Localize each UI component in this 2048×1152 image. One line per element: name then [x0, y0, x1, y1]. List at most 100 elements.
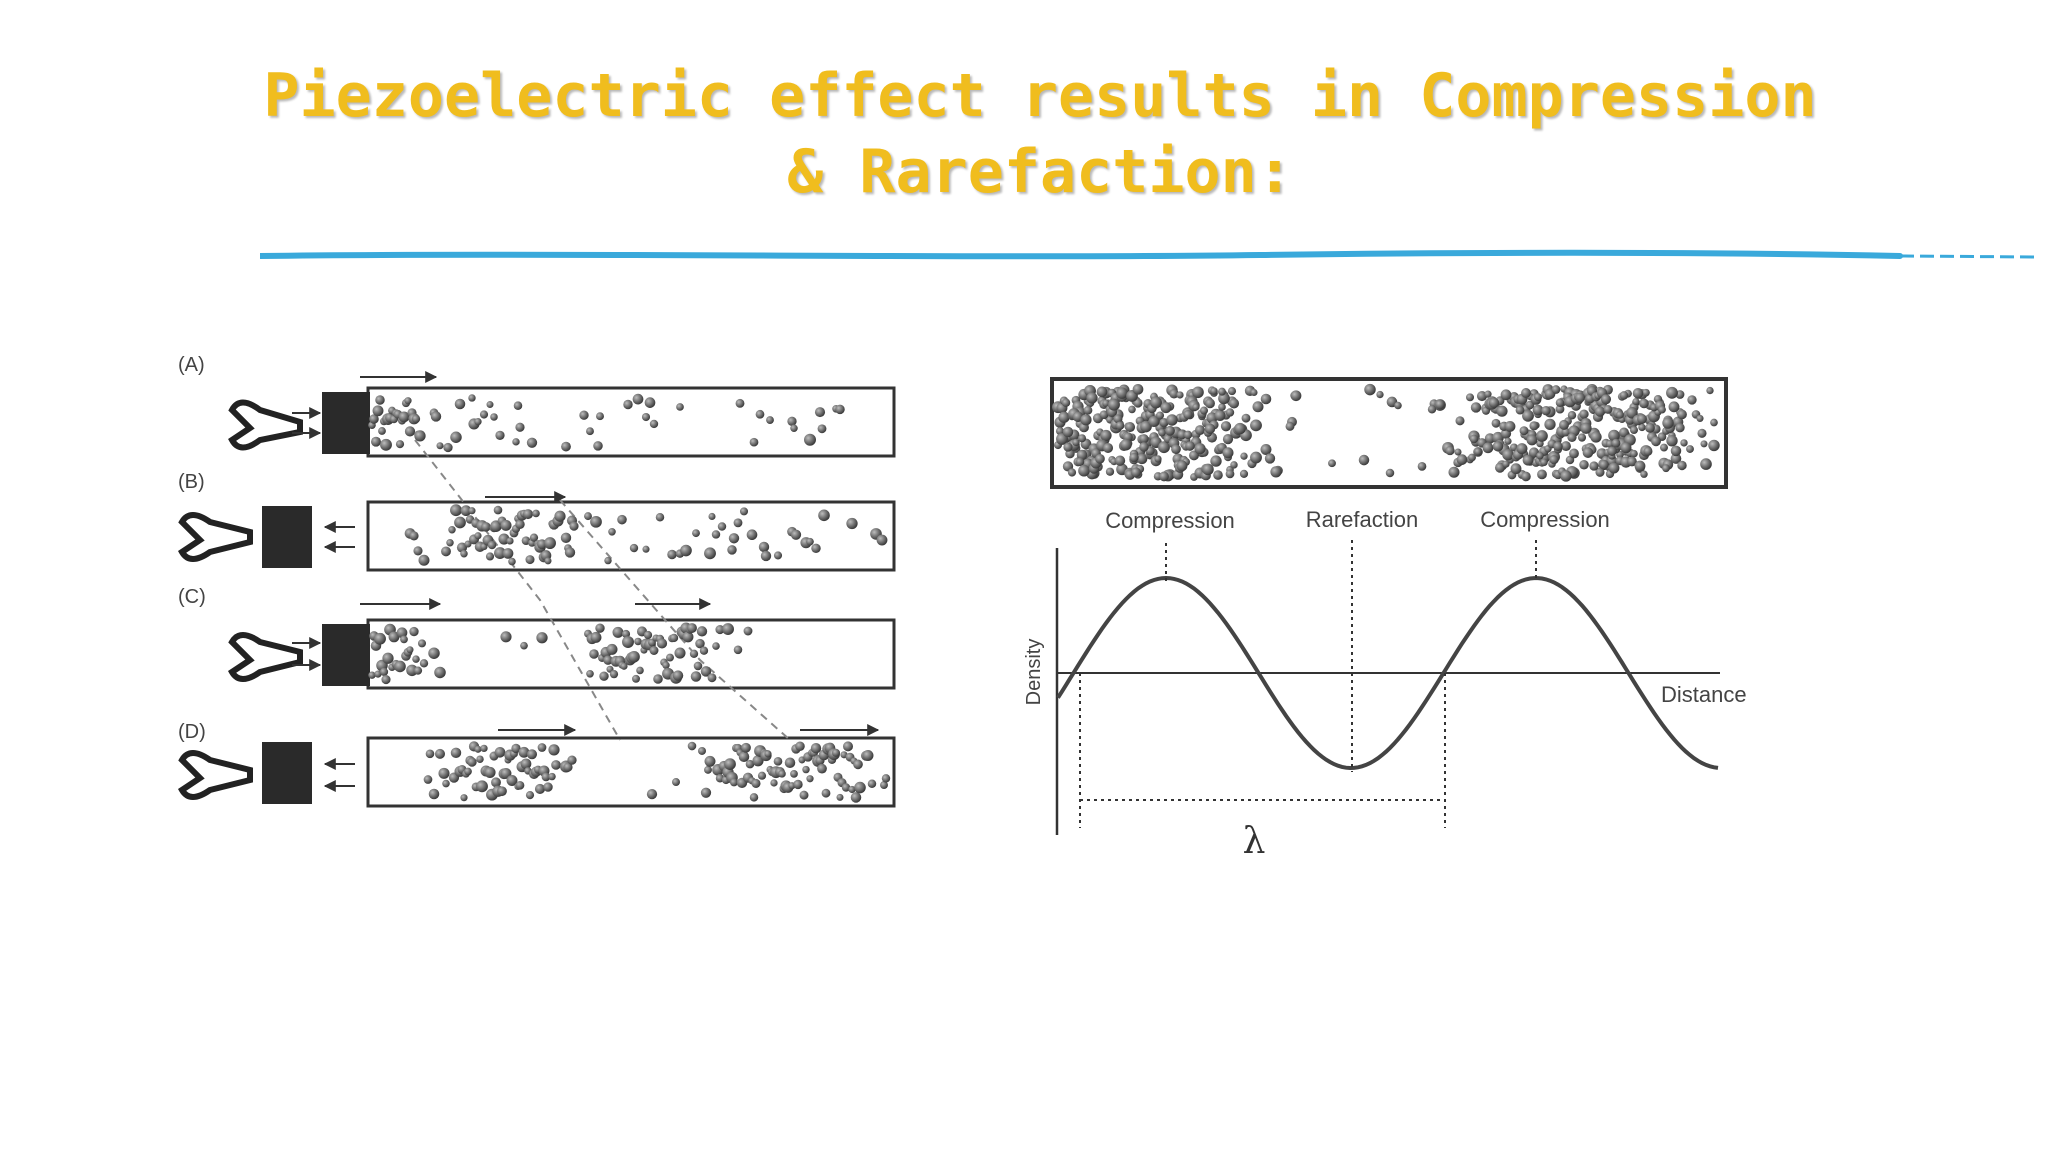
particle — [698, 746, 706, 755]
particle — [1627, 456, 1637, 467]
particle — [1519, 426, 1529, 436]
title-line-1: Piezoelectric effect results in Compress… — [263, 61, 1817, 131]
particle — [1061, 398, 1071, 407]
particle — [460, 549, 468, 558]
particle — [1100, 429, 1112, 442]
particle — [811, 543, 821, 554]
particle — [1078, 464, 1090, 477]
particle — [381, 674, 391, 685]
particle — [806, 775, 814, 783]
particle — [396, 627, 408, 639]
particle — [1058, 411, 1070, 423]
particle — [1619, 391, 1629, 400]
particle — [603, 655, 613, 665]
particle — [1120, 438, 1132, 451]
particle — [1158, 428, 1166, 437]
particle — [738, 751, 750, 762]
particle — [487, 540, 497, 550]
particle — [1364, 383, 1376, 396]
particle — [428, 647, 440, 659]
particle — [513, 401, 523, 410]
label-compression-2: Compression — [1480, 507, 1610, 532]
particle — [1176, 460, 1188, 472]
particle — [368, 671, 376, 679]
particle — [1639, 398, 1649, 409]
particle — [1521, 471, 1531, 482]
particle — [1666, 386, 1678, 399]
particle — [739, 507, 749, 516]
particle — [564, 547, 576, 558]
particle — [454, 398, 466, 410]
particle — [1516, 443, 1528, 455]
particle — [608, 528, 616, 536]
particle — [404, 397, 412, 405]
particle — [586, 427, 594, 436]
particle — [1502, 448, 1514, 461]
particle — [700, 787, 712, 798]
particle — [787, 416, 797, 426]
particle — [666, 653, 674, 662]
particle — [1113, 414, 1123, 424]
particle — [515, 422, 525, 432]
particle — [1183, 430, 1193, 440]
particle — [1150, 396, 1162, 409]
particle — [596, 412, 604, 421]
particle — [1204, 423, 1216, 434]
particle — [1553, 441, 1563, 452]
particle — [464, 540, 472, 548]
particle — [1500, 389, 1512, 401]
particle — [1139, 442, 1149, 452]
particle — [1482, 442, 1494, 454]
particle — [1148, 415, 1160, 428]
particle — [667, 549, 677, 560]
particle — [653, 674, 663, 684]
particle — [1270, 466, 1282, 478]
particle — [745, 759, 755, 769]
particle — [687, 741, 697, 751]
particle — [406, 646, 414, 654]
particle — [1222, 434, 1234, 445]
particle — [628, 650, 640, 663]
particle — [1086, 392, 1098, 404]
particle — [632, 393, 644, 405]
particle — [1194, 443, 1206, 455]
particle — [817, 424, 827, 434]
particle — [1600, 394, 1612, 405]
particle — [760, 550, 772, 562]
particle — [766, 416, 774, 424]
particle — [438, 767, 450, 779]
particle — [682, 631, 694, 643]
particle — [751, 778, 761, 788]
particle — [1677, 409, 1687, 420]
particle — [1532, 404, 1544, 416]
particle — [479, 410, 489, 419]
particle — [476, 755, 484, 763]
particle — [1468, 453, 1476, 462]
particle — [1608, 429, 1620, 442]
label-rarefaction: Rarefaction — [1306, 507, 1419, 532]
particle — [1662, 464, 1670, 473]
particle — [1102, 399, 1110, 408]
particle — [430, 411, 442, 422]
particle — [1626, 407, 1638, 419]
particle — [749, 437, 759, 447]
particle — [712, 642, 720, 650]
particle — [843, 741, 853, 752]
particle — [1504, 437, 1512, 445]
particle — [1510, 463, 1522, 475]
particle — [1427, 405, 1437, 414]
particle — [617, 514, 627, 525]
density-sine-wave — [1056, 575, 1719, 771]
particle — [623, 399, 633, 410]
particle — [494, 547, 506, 560]
particle — [534, 783, 546, 795]
particle — [520, 641, 528, 650]
particle — [590, 515, 602, 528]
particle — [1582, 447, 1594, 458]
particle — [693, 661, 703, 671]
particle — [490, 413, 498, 421]
particle — [743, 626, 753, 636]
particle — [1561, 441, 1571, 452]
particle — [460, 794, 468, 802]
